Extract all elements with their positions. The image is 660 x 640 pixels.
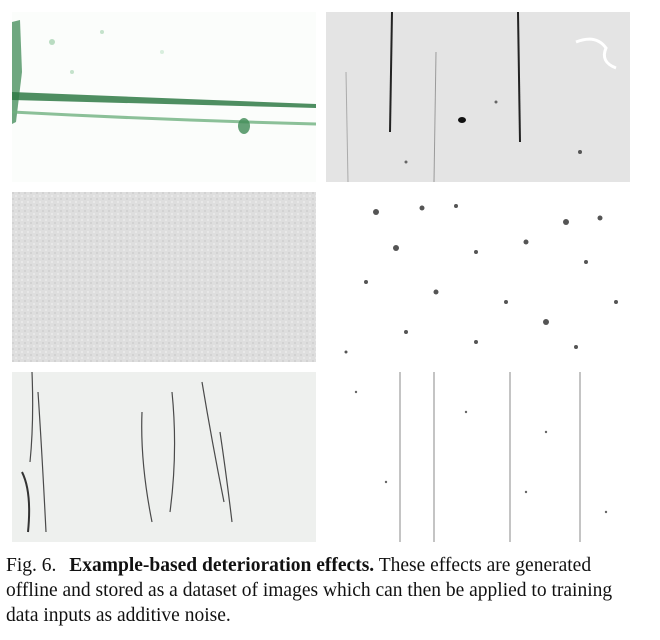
figure-caption: Fig. 6. Example-based deterioration effe… [6, 553, 646, 628]
dark-speckles-effect-image [326, 192, 630, 362]
figure-label: Fig. 6. [6, 555, 57, 576]
caption-title: Example-based deterioration effects. [69, 555, 375, 576]
green-stain-svg [12, 12, 316, 182]
dark-speckles-svg [326, 192, 630, 362]
vertical-lines-effect-image [326, 372, 630, 542]
streaks-svg [12, 372, 316, 542]
vertical-lines-svg [326, 372, 630, 542]
streaks-effect-image [12, 372, 316, 542]
scratched-gray-svg [326, 12, 630, 182]
scratched-gray-effect-image [326, 12, 630, 182]
caption-body: These effects are generated offline and … [6, 555, 613, 626]
figure-grid [12, 12, 632, 542]
green-stain-effect-image [12, 12, 316, 182]
grain-noise-effect-image [12, 192, 316, 362]
grain-noise-svg [12, 192, 316, 362]
